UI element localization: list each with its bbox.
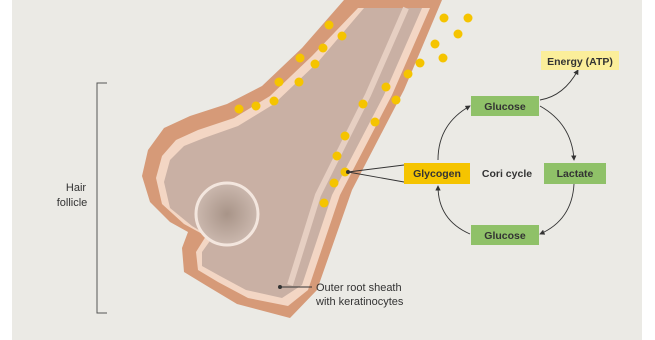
granule [416, 59, 425, 68]
cori-cycle-label: Cori cycle [482, 168, 532, 180]
granule [338, 32, 347, 41]
arrow-glucose-to-energy [540, 70, 578, 100]
energy-label: Energy (ATP) [547, 56, 613, 68]
arrow-glucose-top-to-lactate [540, 106, 574, 160]
granule [275, 78, 284, 87]
granule [235, 105, 244, 114]
granule [295, 78, 304, 87]
granule [319, 44, 328, 53]
outer-root-label-line1: Outer root sheath [316, 282, 402, 294]
dermal-papilla [196, 183, 258, 245]
granule [270, 97, 279, 106]
granule [341, 132, 350, 141]
granule [320, 199, 329, 208]
granule [252, 102, 261, 111]
arrow-glucose-bottom-to-glycogen [438, 186, 470, 234]
granule [392, 96, 401, 105]
hair-follicle-diagram: Hair follicle [12, 0, 642, 340]
hair-follicle-label-line1: Hair [66, 182, 87, 194]
granule [439, 54, 448, 63]
granule [359, 100, 368, 109]
hair-follicle-label-line2: follicle [57, 197, 88, 209]
glycogen-label: Glycogen [413, 168, 461, 180]
arrow-lactate-to-glucose-bottom [540, 184, 574, 234]
hair-follicle-bracket [97, 83, 107, 313]
granule [431, 40, 440, 49]
granule [454, 30, 463, 39]
granule [333, 152, 342, 161]
granule [330, 179, 339, 188]
granule [371, 118, 380, 127]
hair-shaft [164, 8, 422, 298]
diagram-canvas: Hair follicle [12, 0, 642, 340]
granule [382, 83, 391, 92]
granule [464, 14, 473, 23]
granule [440, 14, 449, 23]
outer-root-pointer-dot [278, 285, 282, 289]
granule [404, 70, 413, 79]
cori-cycle-arrows [438, 70, 578, 234]
lactate-label: Lactate [557, 168, 594, 180]
glucose-top-label: Glucose [484, 101, 526, 113]
glucose-bottom-label: Glucose [484, 230, 526, 242]
pointer-dot [346, 170, 350, 174]
granule [296, 54, 305, 63]
granule [325, 21, 334, 30]
outer-root-label-line2: with keratinocytes [315, 296, 404, 308]
granule [311, 60, 320, 69]
arrow-glycogen-to-glucose-top [438, 106, 470, 160]
